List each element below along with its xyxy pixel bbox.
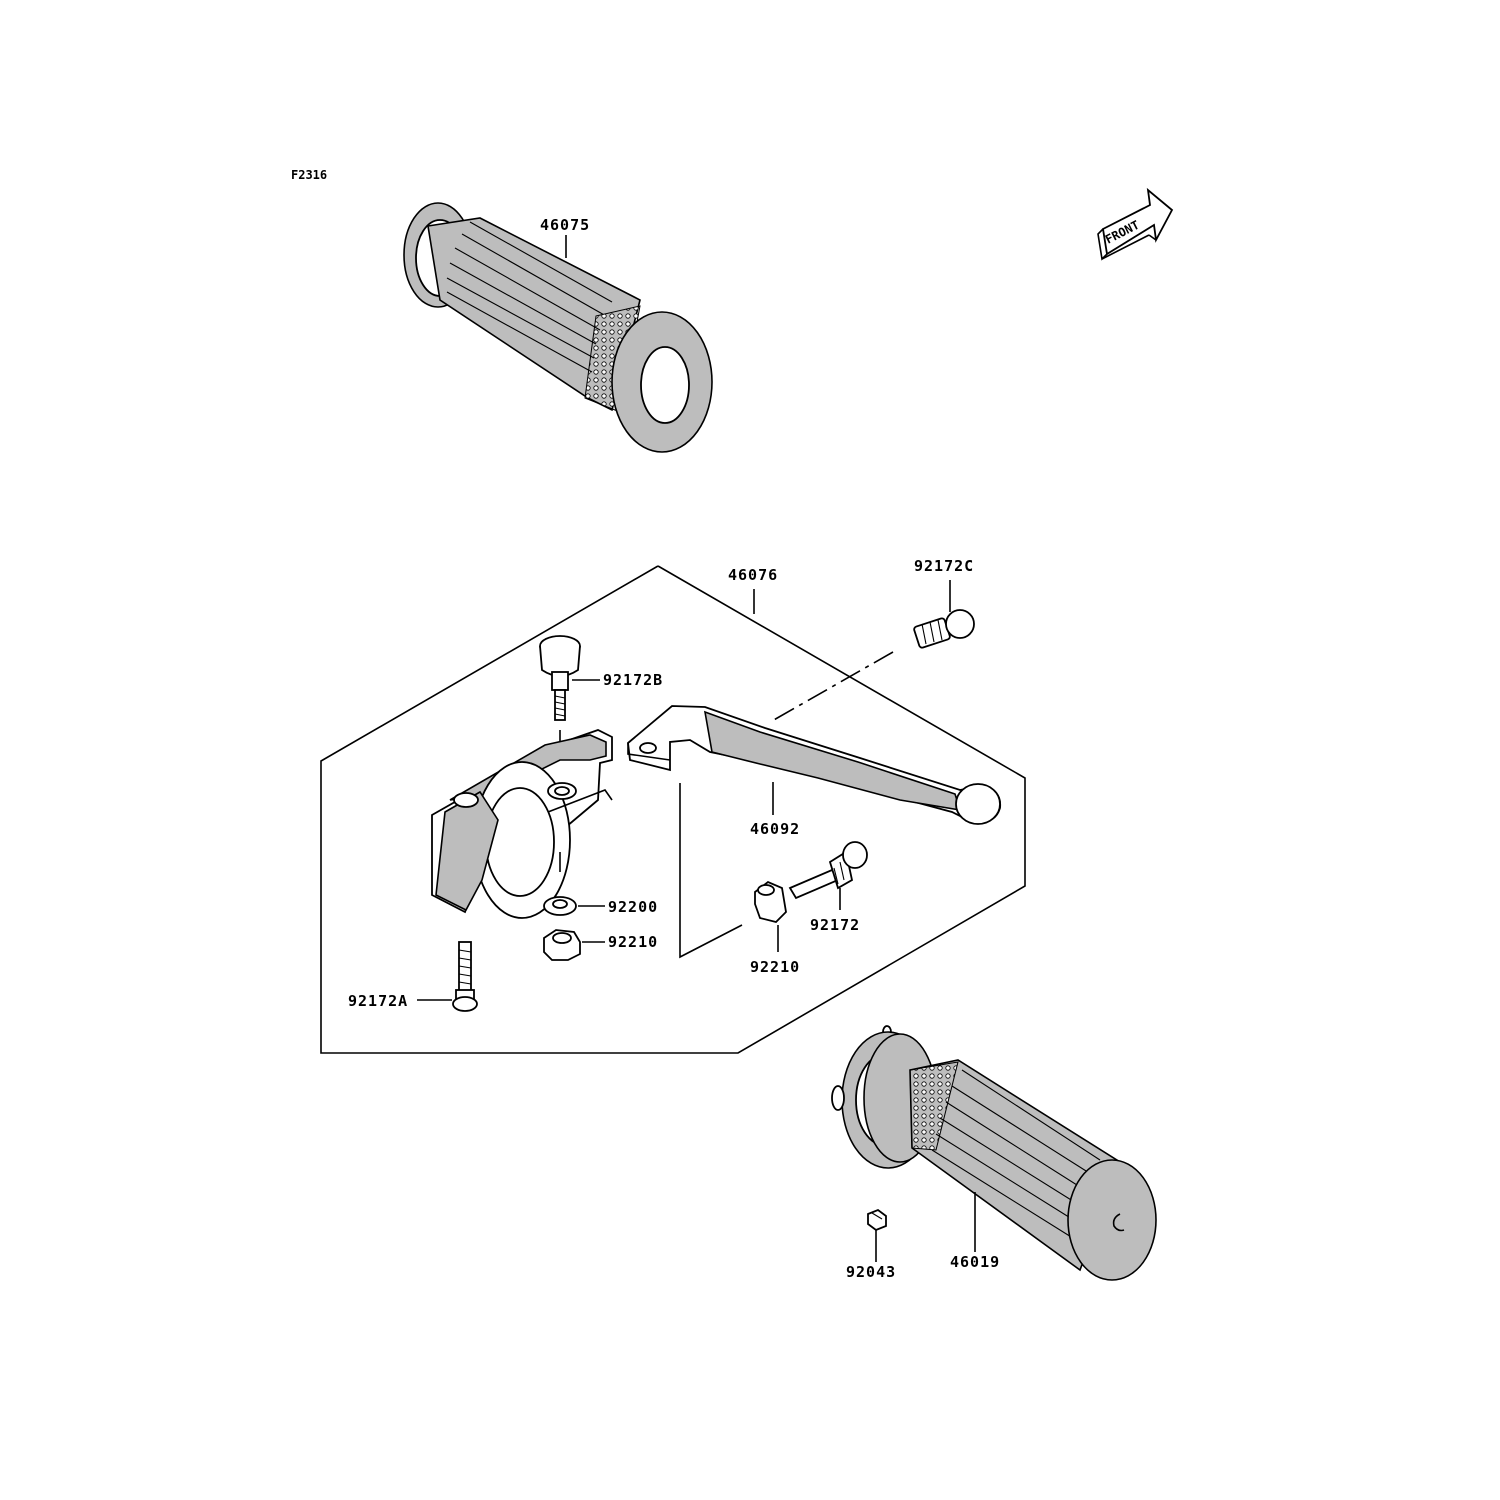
grip-46019: 46019 [831,1025,1157,1281]
bolt-92172b: 92172B [539,635,663,721]
label-92172b: 92172B [603,671,663,689]
diagram-code: F2316 [291,168,327,182]
nut-92210-right: 92210 [750,880,800,976]
front-arrow-icon: FRONT [1097,187,1174,261]
bolt-92172c: 92172C [913,557,975,649]
label-92172c: 92172C [914,557,974,575]
label-92172a: 92172A [348,992,408,1010]
label-46019: 46019 [950,1253,1000,1271]
label-92210-left: 92210 [608,933,658,951]
label-46076: 46076 [728,566,778,584]
label-92210-right: 92210 [750,958,800,976]
label-92172: 92172 [810,916,860,934]
label-46092: 46092 [750,820,800,838]
bolt-92172a: 92172A [348,941,478,1012]
assembly-outline [320,565,1026,1054]
washer-92200: 92200 [543,896,658,916]
bolt-92172: 92172 [788,841,868,934]
cap-92043: 92043 [846,1208,896,1281]
lever-46092: 46092 [627,705,1002,838]
label-92200: 92200 [608,898,658,916]
lever-perch [431,729,613,919]
label-92043: 92043 [846,1263,896,1281]
nut-92210-left: 92210 [543,929,658,961]
grip-46075: 46075 [403,202,713,453]
label-46075: 46075 [540,216,590,234]
